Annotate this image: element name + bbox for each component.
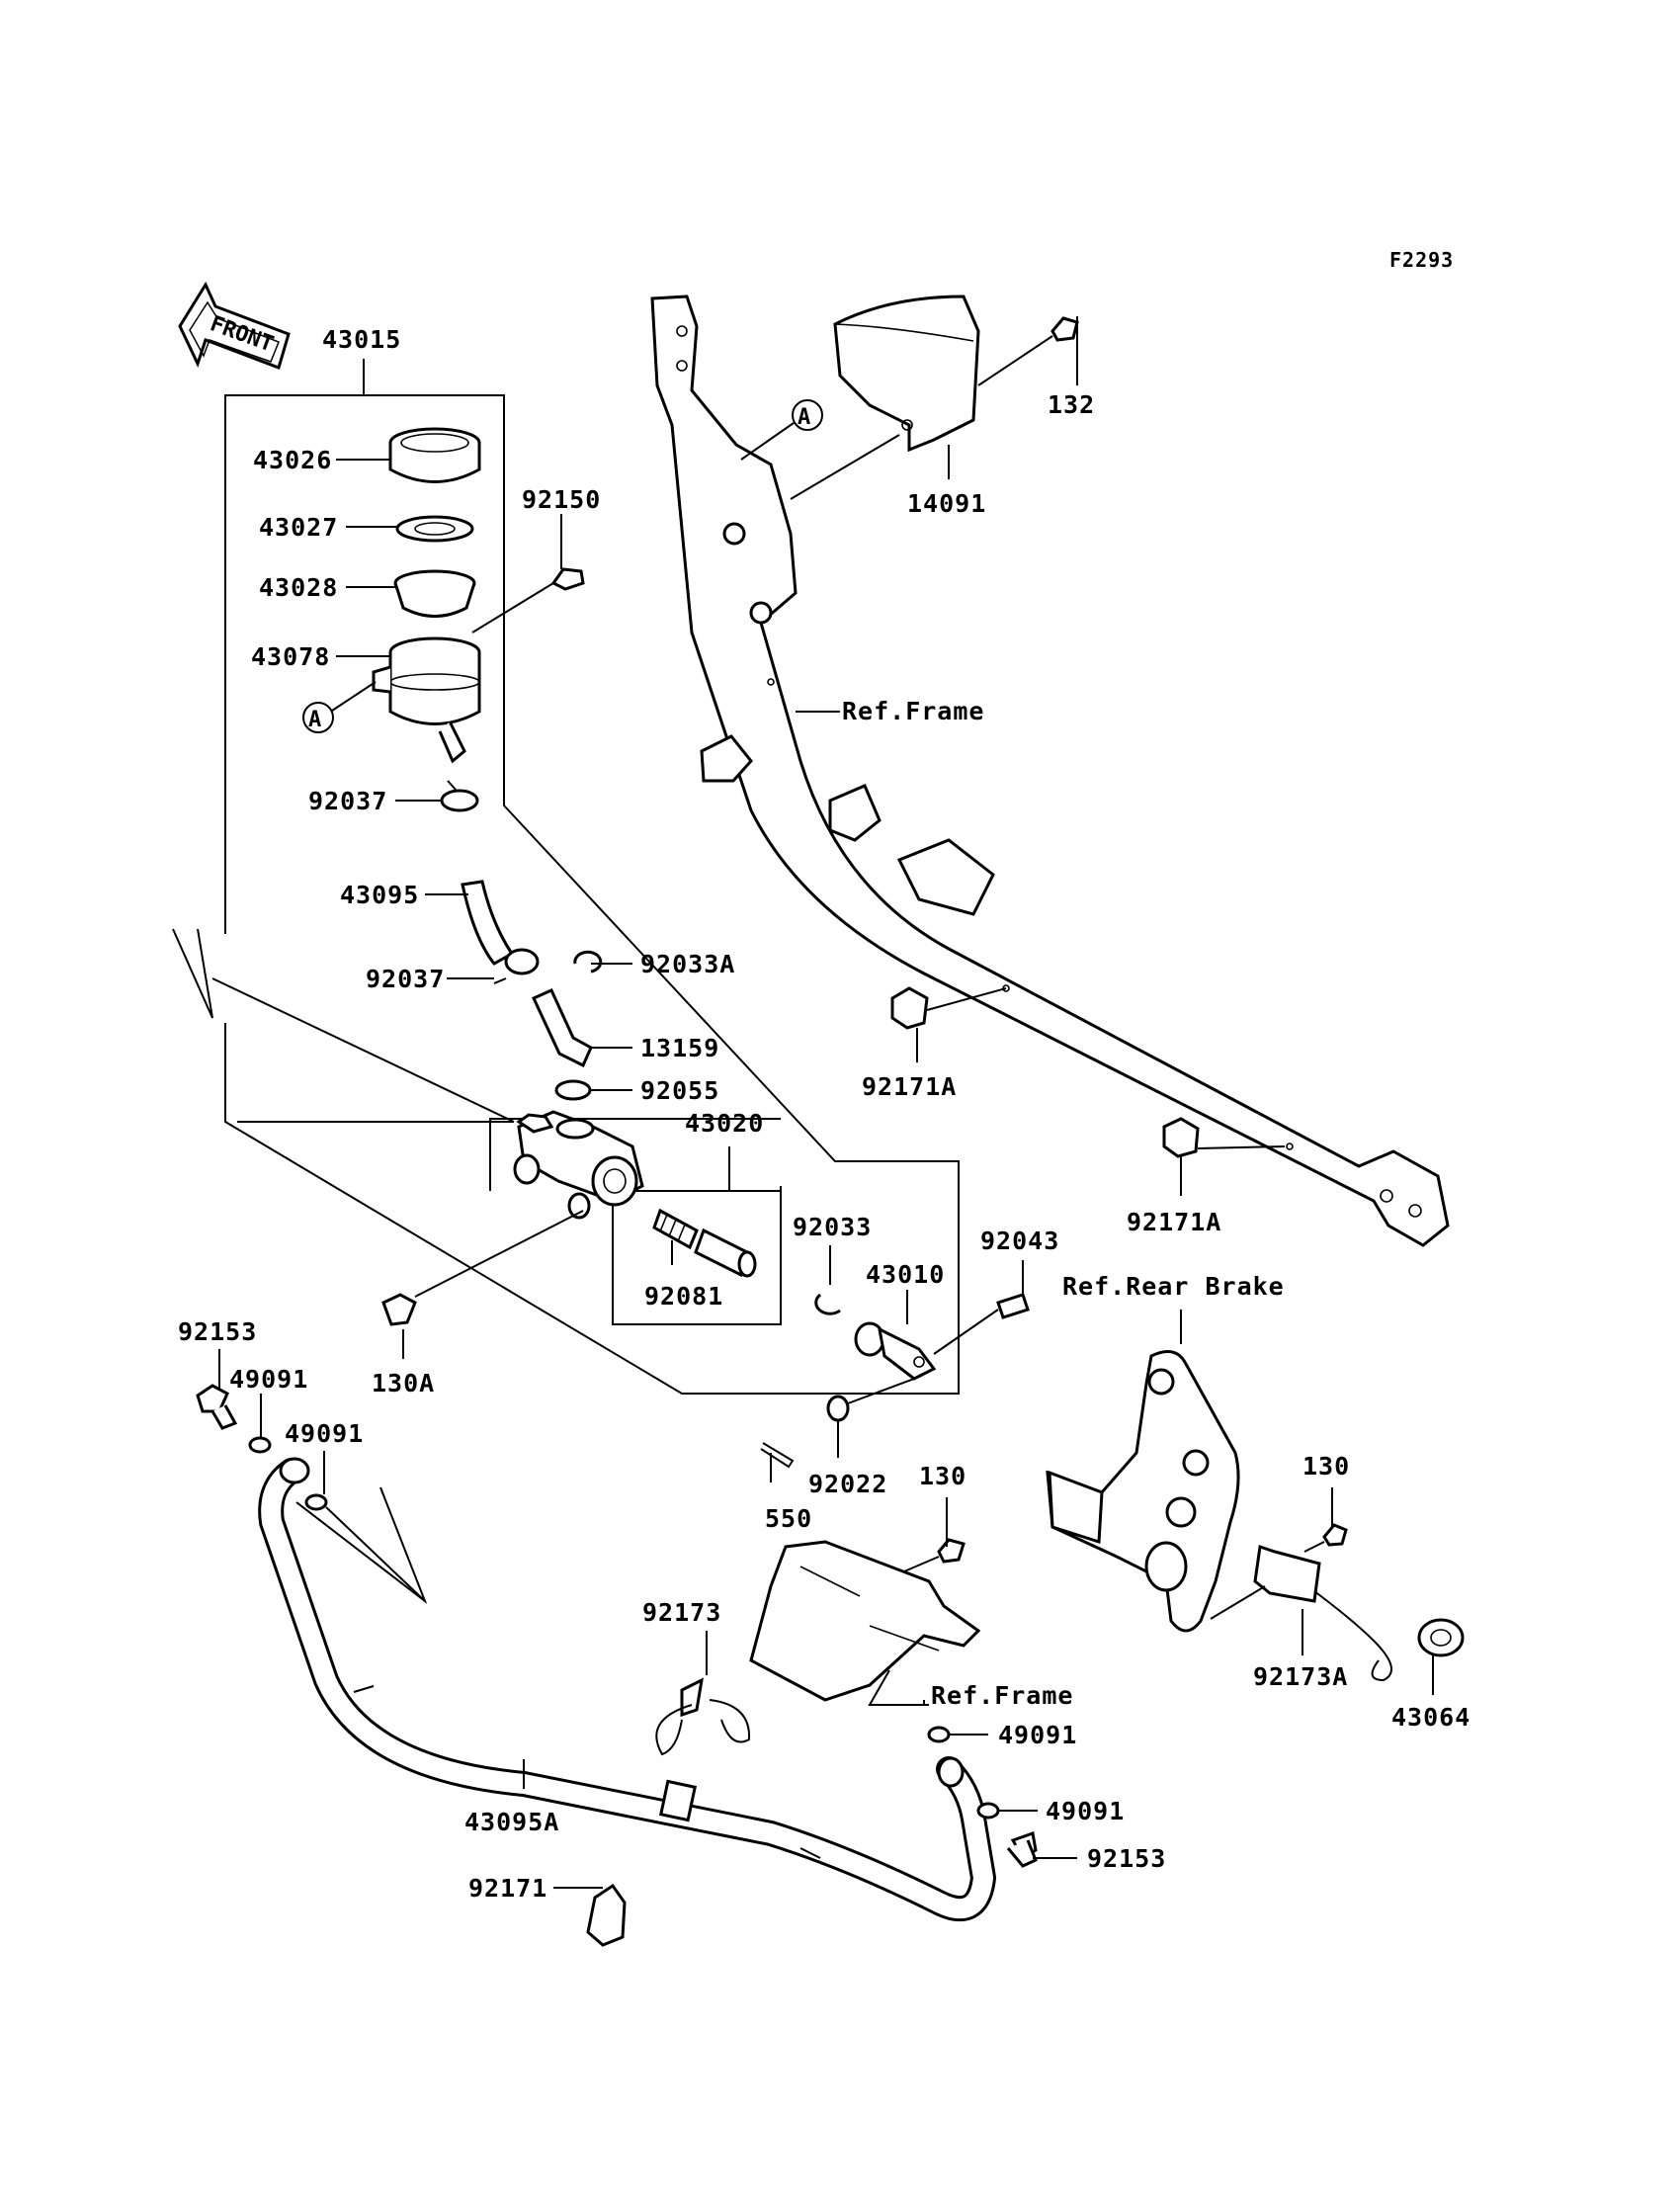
washer-49091-a xyxy=(248,1436,272,1454)
label-92033A: 92033A xyxy=(640,950,735,978)
label-ref-rear-brake: Ref.Rear Brake xyxy=(1062,1272,1285,1301)
front-arrow-icon: FRONT xyxy=(178,281,291,370)
push-rod-piston xyxy=(694,1228,757,1278)
reservoir-cap xyxy=(388,427,481,483)
banjo-bolt-92153-left xyxy=(196,1384,238,1430)
banjo-bolt-92153-right xyxy=(1006,1831,1038,1868)
callout-a-reservoir: A xyxy=(302,681,377,733)
label-43027: 43027 xyxy=(259,513,338,542)
figure-code: F2293 xyxy=(1389,248,1454,272)
bracket-92173A xyxy=(1210,1545,1392,1682)
label-92153-right: 92153 xyxy=(1087,1844,1166,1873)
reservoir-hose xyxy=(461,880,515,966)
clevis-pin-92043 xyxy=(933,1293,1030,1355)
label-550: 550 xyxy=(765,1504,812,1533)
bolt-130A xyxy=(381,1210,584,1326)
push-rod-spring-92081 xyxy=(652,1208,699,1250)
label-92043: 92043 xyxy=(980,1227,1059,1255)
frame-rail xyxy=(650,295,1450,1247)
label-92081: 92081 xyxy=(644,1282,723,1311)
label-130-right: 130 xyxy=(1302,1452,1350,1481)
label-92153-left: 92153 xyxy=(178,1317,257,1346)
washer-92022 xyxy=(826,1378,915,1422)
label-92055: 92055 xyxy=(640,1076,719,1105)
assembly-bracket-43015 xyxy=(172,359,960,1395)
label-43026: 43026 xyxy=(253,446,332,474)
label-92037-lower: 92037 xyxy=(366,965,445,993)
clamp-92171A-upper xyxy=(890,986,1007,1030)
bolt-132 xyxy=(977,316,1079,386)
reservoir-body xyxy=(372,636,481,764)
rear-brake-pedal xyxy=(1046,1350,1240,1633)
label-49091-c: 49091 xyxy=(998,1721,1077,1749)
fitting-13159 xyxy=(531,988,593,1068)
cotter-pin-550 xyxy=(760,1442,795,1469)
diaphragm-plate xyxy=(395,515,474,543)
label-132: 132 xyxy=(1048,390,1095,419)
label-43095A: 43095A xyxy=(464,1808,559,1836)
label-130A: 130A xyxy=(372,1369,435,1397)
label-43028: 43028 xyxy=(259,573,338,602)
label-49091-a: 49091 xyxy=(229,1365,308,1394)
label-43095: 43095 xyxy=(340,881,419,909)
callout-a-frame-letter: A xyxy=(798,405,810,430)
label-43064: 43064 xyxy=(1391,1703,1470,1732)
leader-hose-break xyxy=(325,1506,426,1602)
diaphragm xyxy=(393,569,476,618)
circlip-92033 xyxy=(814,1293,841,1315)
leader-cover-frame xyxy=(790,434,900,500)
label-92173A: 92173A xyxy=(1253,1662,1348,1691)
washer-49091-b xyxy=(304,1493,328,1511)
bolt-130-lower xyxy=(903,1538,966,1572)
washer-49091-c xyxy=(927,1726,951,1743)
hose-clamp-lower xyxy=(493,948,540,984)
label-ref-frame-lower: Ref.Frame xyxy=(931,1681,1073,1710)
grommet-43064 xyxy=(1417,1618,1465,1657)
frame-fragment-lower xyxy=(749,1540,981,1702)
cover-14091 xyxy=(833,295,980,453)
label-43010: 43010 xyxy=(866,1260,945,1289)
label-43015: 43015 xyxy=(322,325,401,354)
o-ring-92055 xyxy=(554,1079,592,1101)
label-92173: 92173 xyxy=(642,1598,721,1627)
clip-92173 xyxy=(655,1677,751,1756)
label-13159: 13159 xyxy=(640,1034,719,1062)
label-49091-b: 49091 xyxy=(285,1419,364,1448)
break-marker xyxy=(295,1486,428,1604)
bolt-130-right xyxy=(1303,1523,1348,1553)
hose-clamp-upper xyxy=(440,780,479,812)
label-92033: 92033 xyxy=(793,1213,872,1241)
label-92022: 92022 xyxy=(808,1470,887,1498)
label-92150: 92150 xyxy=(522,485,601,514)
bolt-92150 xyxy=(471,567,585,634)
label-92171A-upper: 92171A xyxy=(862,1072,957,1101)
label-92171A-lower: 92171A xyxy=(1127,1208,1221,1236)
label-14091: 14091 xyxy=(907,489,986,518)
label-leaders xyxy=(218,316,1434,1889)
callout-a-reservoir-letter: A xyxy=(308,708,321,732)
circlip-92033A xyxy=(573,950,603,974)
callout-a-frame: A xyxy=(740,399,823,461)
clevis-43010 xyxy=(854,1321,937,1381)
part-labels: 43015 43026 43027 43028 43078 92150 9203… xyxy=(178,325,1470,1903)
label-ref-frame-upper: Ref.Frame xyxy=(842,697,984,725)
washer-49091-d xyxy=(976,1802,1000,1820)
label-130-lower: 130 xyxy=(919,1462,966,1490)
bracket-43020 xyxy=(489,1118,782,1325)
clamp-92171A-lower xyxy=(1162,1117,1286,1158)
clamp-92171 xyxy=(586,1883,627,1947)
label-43020: 43020 xyxy=(685,1109,764,1138)
label-43078: 43078 xyxy=(251,642,330,671)
brake-hose-43095A xyxy=(258,1457,996,1922)
label-92037-upper: 92037 xyxy=(308,787,387,815)
master-cylinder-body xyxy=(513,1110,644,1220)
label-92171: 92171 xyxy=(468,1874,547,1903)
label-49091-d: 49091 xyxy=(1046,1797,1125,1825)
